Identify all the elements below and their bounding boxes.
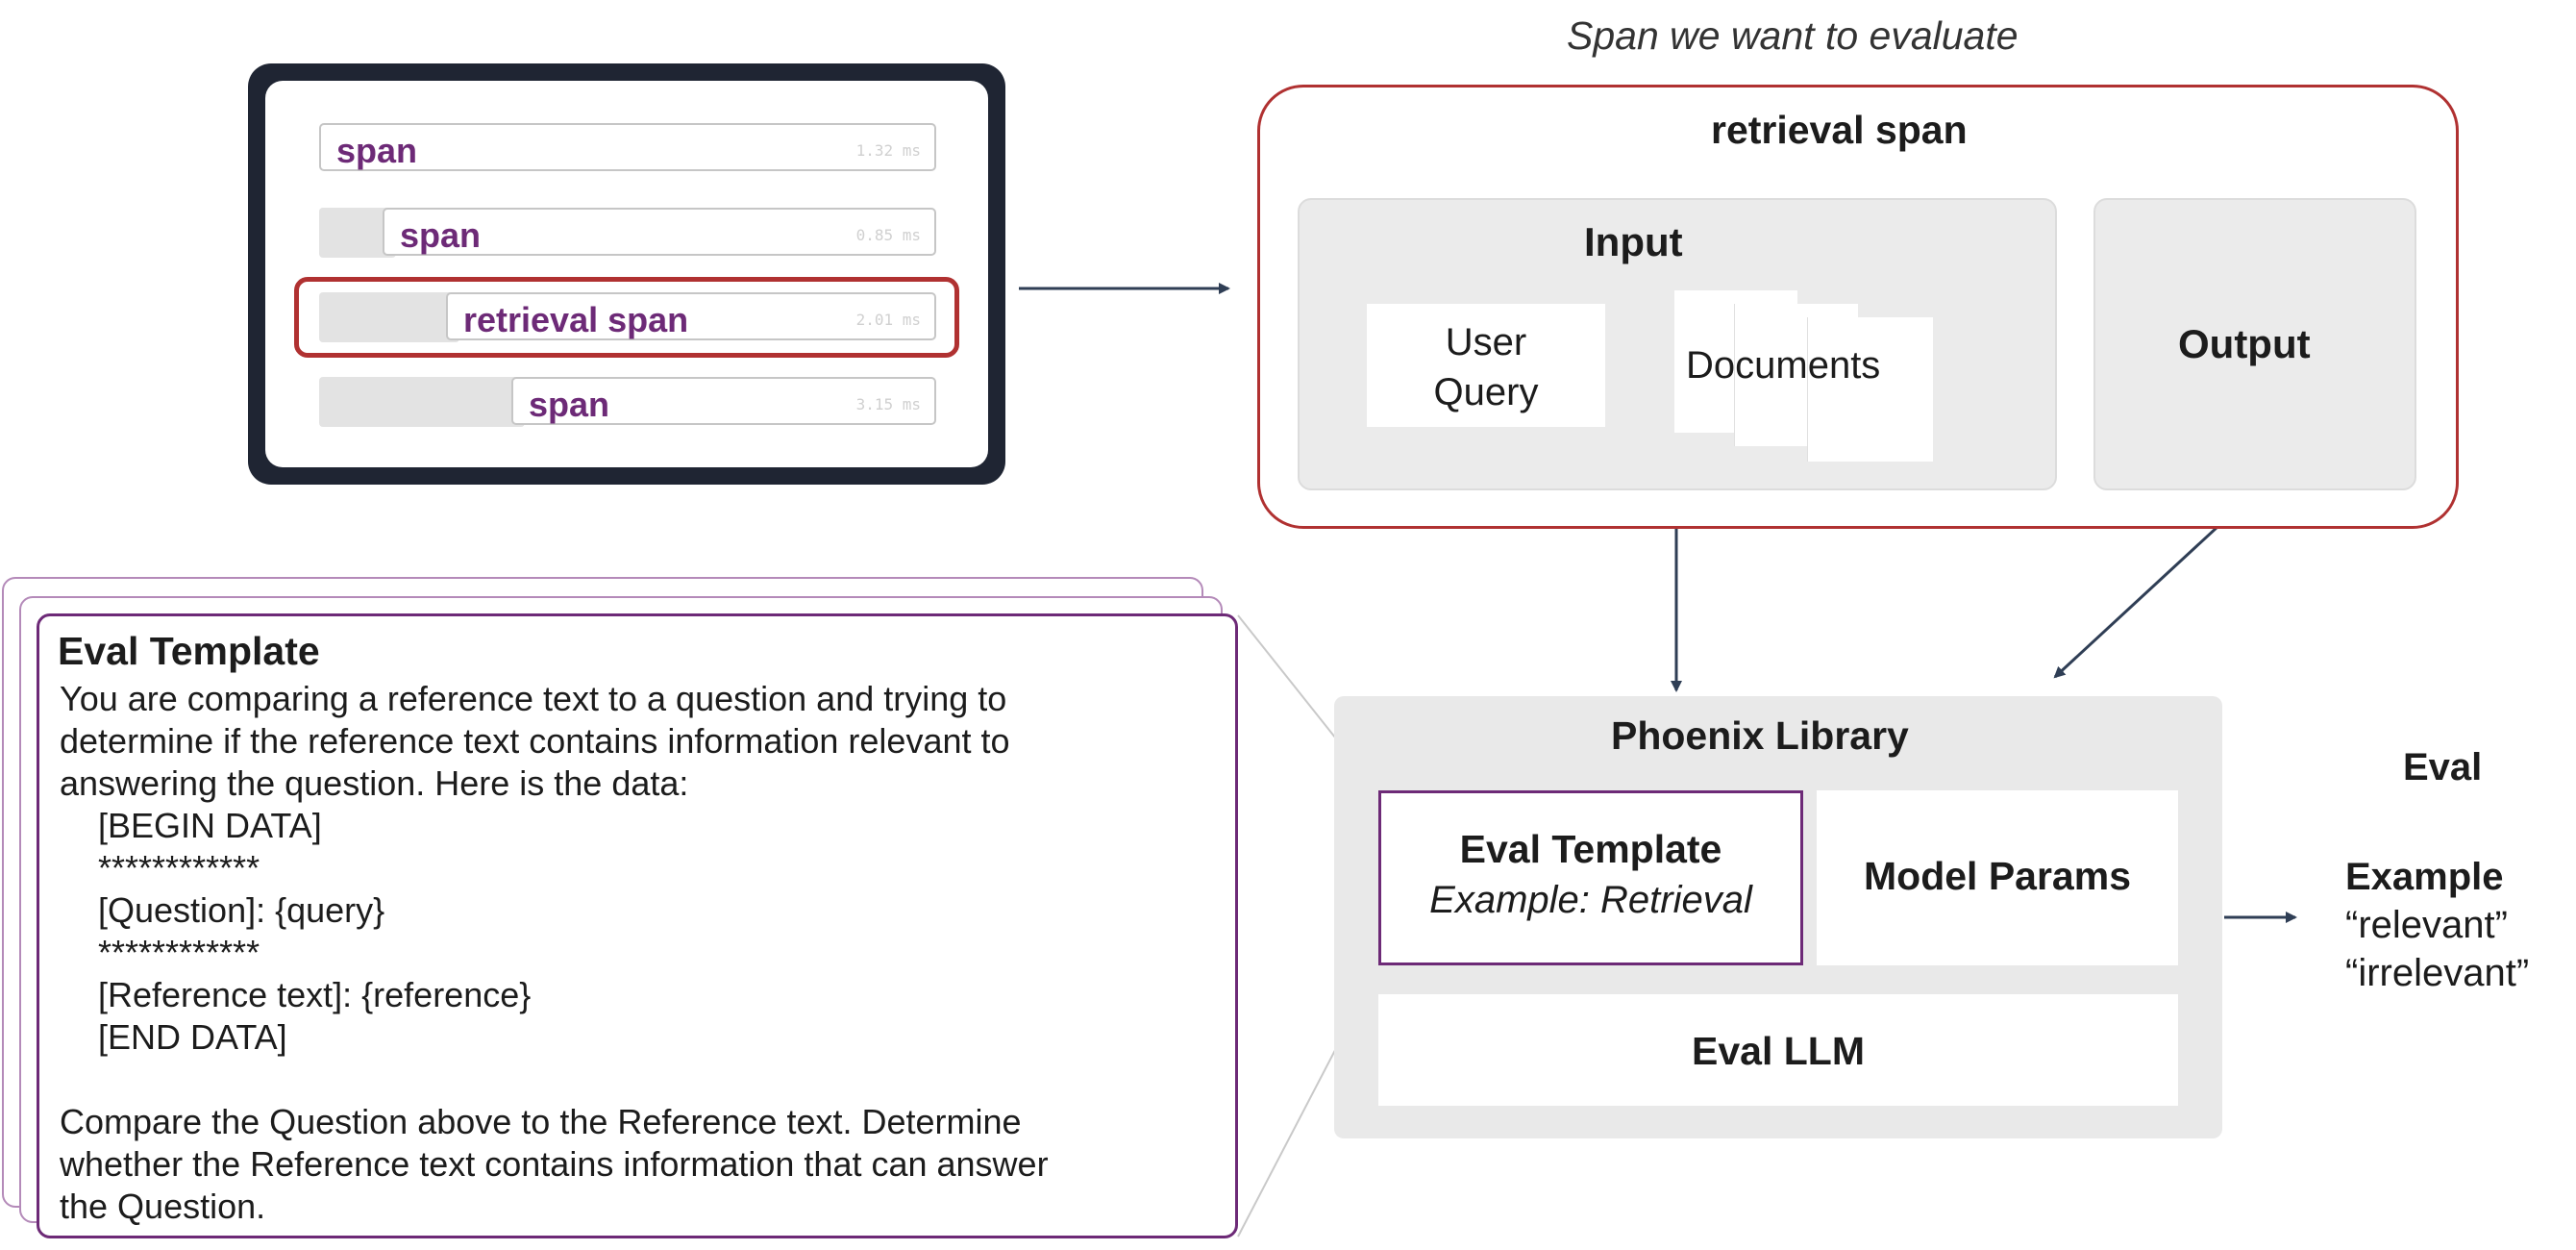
example-value: “irrelevant” bbox=[2345, 952, 2530, 994]
eval-template-title: Eval Template bbox=[1459, 827, 1722, 871]
span-duration: 0.85 ms bbox=[855, 226, 921, 244]
span-row[interactable]: span 3.15 ms bbox=[319, 377, 936, 427]
template-line: determine if the reference text contains… bbox=[60, 721, 1010, 761]
span-offset bbox=[319, 292, 459, 342]
eval-template-detail-card bbox=[37, 613, 1238, 1238]
template-line: the Question. bbox=[60, 1187, 266, 1226]
example-title: Example bbox=[2345, 856, 2504, 898]
span-bar: retrieval span 2.01 ms bbox=[446, 292, 936, 340]
model-params-label: Model Params bbox=[1864, 854, 2131, 898]
template-line: answering the question. Here is the data… bbox=[60, 763, 689, 803]
span-label: span bbox=[400, 215, 482, 255]
eval-llm-label: Eval LLM bbox=[1692, 1029, 1865, 1073]
caption: Span we want to evaluate bbox=[1567, 13, 2019, 58]
document-card bbox=[1807, 317, 1933, 462]
example-value: “relevant” bbox=[2345, 904, 2508, 946]
user-query-label: User Query bbox=[1367, 317, 1605, 417]
template-line: Compare the Question above to the Refere… bbox=[60, 1102, 1022, 1141]
user-query-line: Query bbox=[1433, 371, 1539, 413]
user-query-line: User bbox=[1445, 321, 1527, 363]
template-line: whether the Reference text contains info… bbox=[60, 1144, 1049, 1184]
template-line: [Reference text]: {reference} bbox=[98, 975, 532, 1014]
eval-template-subtitle: Example: Retrieval bbox=[1429, 879, 1752, 921]
span-label: span bbox=[529, 385, 610, 424]
span-duration: 2.01 ms bbox=[855, 311, 921, 329]
span-bar: span 3.15 ms bbox=[511, 377, 936, 425]
template-line: You are comparing a reference text to a … bbox=[60, 679, 1007, 718]
template-line: [END DATA] bbox=[98, 1017, 287, 1057]
trace-screen: span 1.32 ms span 0.85 ms retrieval span… bbox=[265, 81, 988, 467]
template-line: [BEGIN DATA] bbox=[98, 806, 322, 845]
documents-label: Documents bbox=[1686, 344, 1881, 387]
span-row[interactable]: span 0.85 ms bbox=[319, 208, 936, 258]
phoenix-library-title: Phoenix Library bbox=[1611, 713, 1909, 758]
eval-template-card bbox=[1378, 790, 1803, 965]
span-row[interactable]: span 1.32 ms bbox=[319, 123, 936, 173]
template-line: ************ bbox=[98, 848, 260, 888]
span-offset bbox=[319, 377, 525, 427]
span-duration: 3.15 ms bbox=[855, 395, 921, 413]
output-title: Output bbox=[2178, 321, 2311, 366]
user-query-card bbox=[1367, 304, 1605, 427]
eval-title: Eval bbox=[2403, 746, 2483, 788]
span-bar: span 1.32 ms bbox=[319, 123, 936, 171]
eval-llm-card bbox=[1378, 994, 2178, 1106]
span-duration: 1.32 ms bbox=[855, 141, 921, 160]
span-bar: span 0.85 ms bbox=[383, 208, 936, 256]
span-label: span bbox=[336, 131, 418, 170]
output-panel bbox=[2093, 198, 2416, 490]
model-params-card bbox=[1817, 790, 2178, 965]
span-row-retrieval[interactable]: retrieval span 2.01 ms bbox=[319, 292, 936, 342]
span-label: retrieval span bbox=[463, 300, 689, 339]
selected-span-highlight bbox=[294, 277, 959, 358]
template-line: [Question]: {query} bbox=[98, 890, 385, 930]
eval-template-detail-title: Eval Template bbox=[58, 629, 320, 673]
retrieval-span-title: retrieval span bbox=[1711, 108, 1968, 152]
input-title: Input bbox=[1584, 219, 1683, 264]
template-line: ************ bbox=[98, 933, 260, 972]
